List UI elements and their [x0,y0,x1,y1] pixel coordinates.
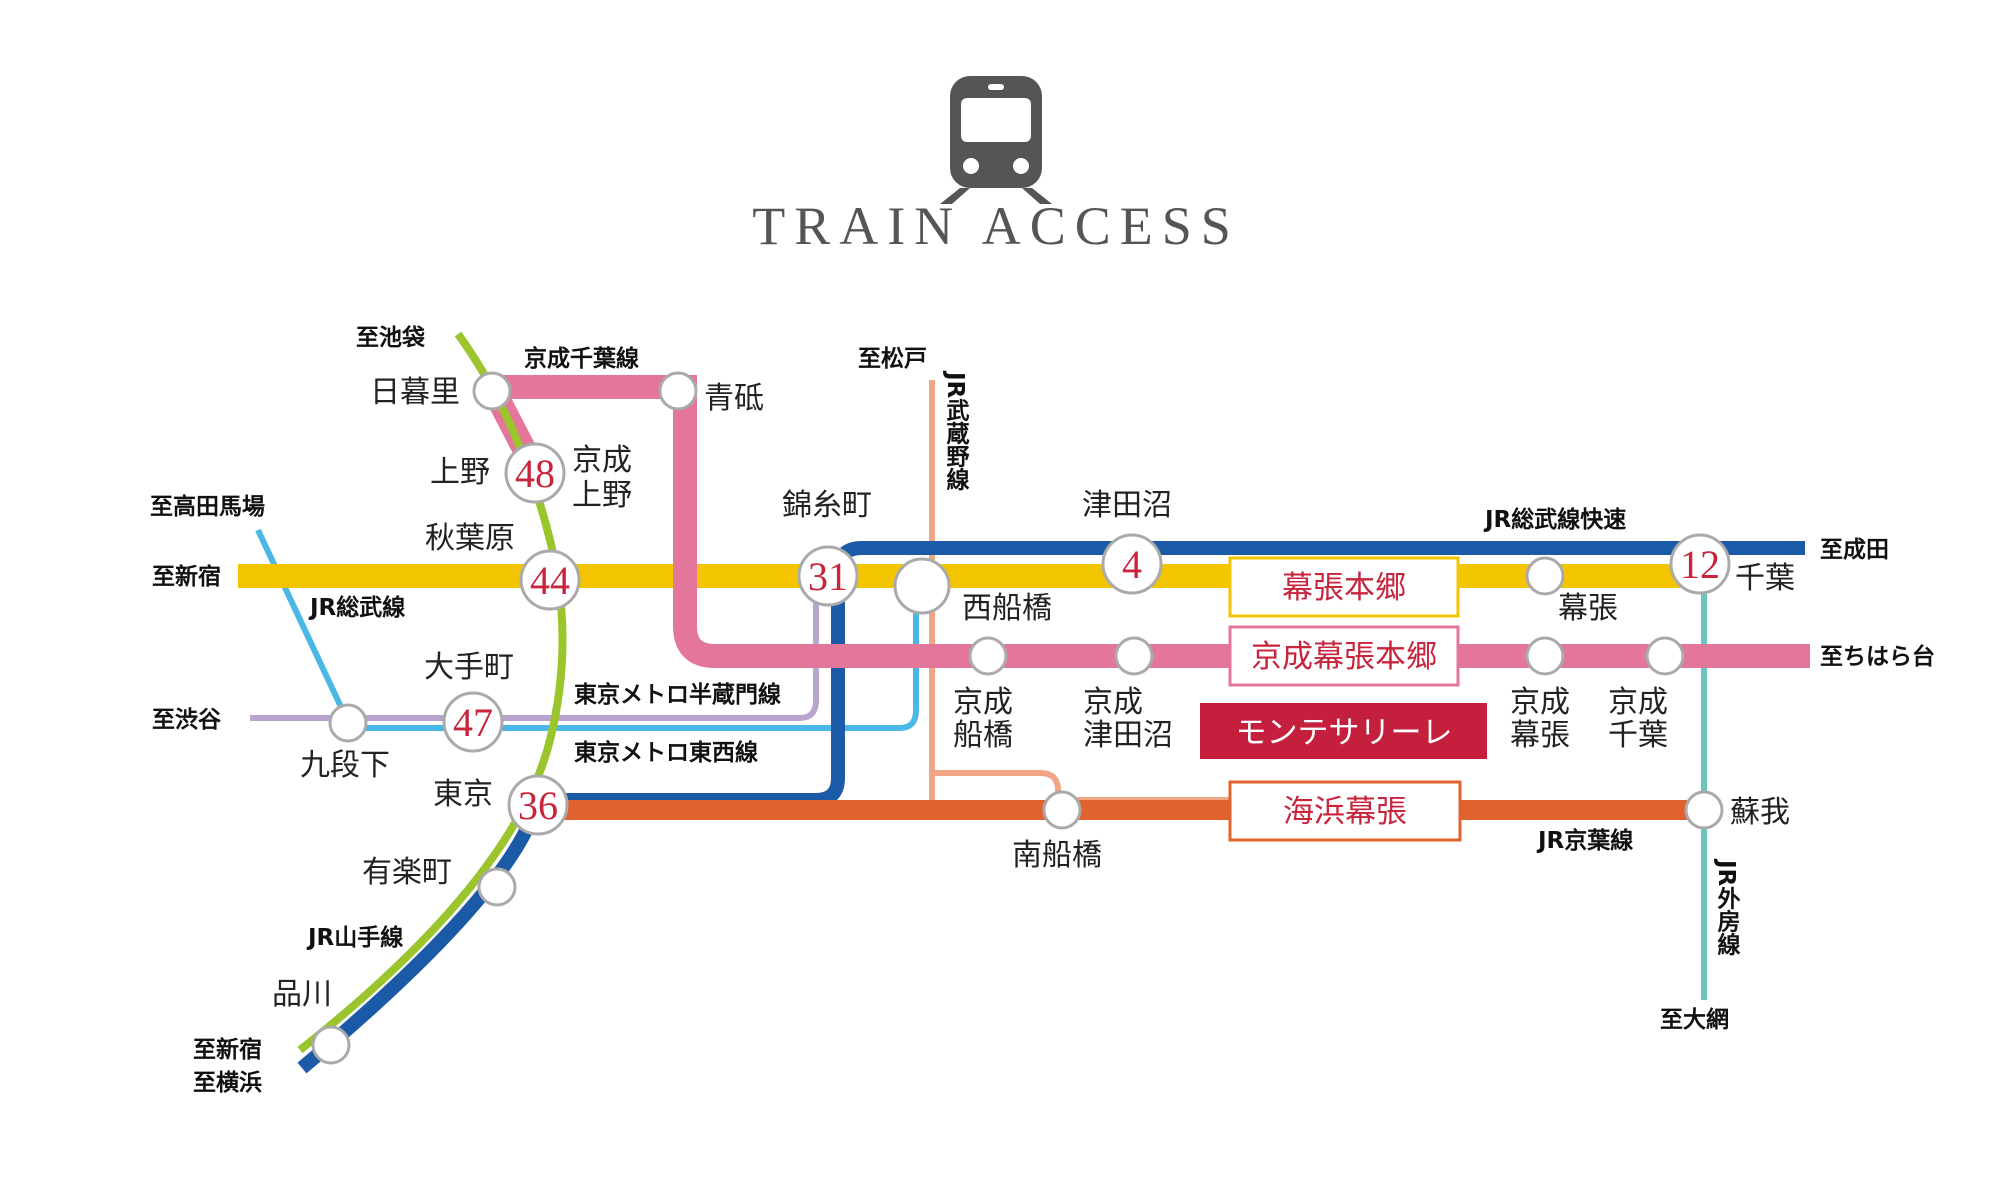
station-shinagawa [311,1025,351,1065]
time-ueno: 48 [515,451,555,496]
time-circle-kinshicho [797,545,859,607]
label-keisei-funabashi-2: 船橋 [953,718,1013,753]
label-makuhari: 幕張 [1558,591,1618,626]
line-jr-keiyo: JR京葉線 [1536,827,1633,854]
direction-oami: 至大網 [1660,1006,1729,1033]
time-circle-ueno [504,442,566,504]
label-soga: 蘇我 [1730,795,1790,830]
line-tokyo-metro-tozai: 東京メトロ東西線 [574,739,758,766]
time-circle-otemachi [442,691,504,753]
time-chiba: 12 [1680,542,1720,587]
label-minamifunabashi: 南船橋 [1012,838,1102,873]
direction-chiharadai: 至ちはら台 [1820,643,1935,670]
direction-shinjuku: 至新宿 [152,563,221,590]
keisei-line [492,375,1810,668]
station-aoto [658,371,698,411]
station-soga [1684,790,1724,830]
label-kinshicho: 錦糸町 [782,488,872,523]
time-akihabara: 44 [530,558,570,603]
station-keisei-funabashi [968,636,1008,676]
box-keisei-makuhari-hongo [1228,625,1460,687]
label-keisei-chiba-1: 京成 [1608,685,1668,720]
box-makuhari-hongo-label: 幕張本郷 [1282,570,1406,606]
line-jr-musashino: JR武蔵野線 [942,370,970,492]
time-kinshicho: 31 [808,554,848,599]
tozai-line [348,575,919,731]
label-tokyo: 東京 [433,777,493,812]
line-jr-yamanote: JR山手線 [306,924,403,951]
label-nishifunabashi: 西船橋 [962,591,1052,626]
line-jr-sotobo: JR外房線 [1713,858,1741,957]
direction-takadanobaba: 至高田馬場 [150,493,265,520]
time-otemachi: 47 [453,700,493,745]
label-kudanshita: 九段下 [300,748,390,783]
box-kaihin-makuhari-label: 海浜幕張 [1283,794,1407,830]
station-yurakucho [477,867,517,907]
time-circle-tsudanuma [1101,533,1163,595]
box-makuhari-hongo [1228,556,1460,618]
time-tsudanuma: 4 [1122,542,1142,587]
hanzomon-line [250,590,819,721]
box-kaihin-makuhari [1228,780,1462,842]
label-keisei-makuhari-2: 幕張 [1510,718,1570,753]
box-montesaire-label: モンテサリーレ [1236,715,1453,751]
station-minamifunabashi [1042,790,1082,830]
station-makuhari [1525,556,1565,596]
line-keisei-chiba: 京成千葉線 [524,345,639,372]
label-keisei-ueno-1: 京成 [572,443,632,478]
line-jr-sobu: JR総武線 [308,594,405,621]
direction-narita: 至成田 [1820,537,1889,563]
time-circle-chiba [1669,533,1731,595]
direction-ikebukuro: 至池袋 [356,324,426,351]
label-keisei-makuhari-1: 京成 [1510,685,1570,720]
time-circle-tokyo [507,774,569,836]
label-keisei-tsudanuma-2: 津田沼 [1083,718,1173,753]
station-keisei-chiba [1645,636,1685,676]
tozai-west-spur [255,528,351,724]
yamanote-line [297,331,567,1054]
label-aoto: 青砥 [704,381,764,416]
time-circle-akihabara [519,549,581,611]
box-montesaire [1200,703,1487,759]
line-jr-sobu-rapid: JR総武線快速 [1483,506,1626,533]
station-keisei-makuhari [1525,636,1565,676]
label-chiba: 千葉 [1735,561,1795,596]
label-otemachi: 大手町 [424,650,514,685]
label-akihabara: 秋葉原 [425,521,515,556]
label-keisei-funabashi-1: 京成 [953,685,1013,720]
line-tokyo-metro-hanzomon: 東京メトロ半蔵門線 [574,681,781,708]
direction-yokohama: 至横浜 [193,1070,262,1096]
jr-sobu-rapid-line [538,541,1805,807]
station-kudanshita [328,703,368,743]
direction-shinjuku2: 至新宿 [193,1036,262,1063]
label-yurakucho: 有楽町 [362,855,452,890]
label-shinagawa: 品川 [272,977,332,1012]
label-tsudanuma: 津田沼 [1082,488,1172,523]
direction-matsudo: 至松戸 [858,346,927,372]
station-keisei-tsudanuma [1114,636,1154,676]
page-title: TRAIN ACCESS [752,196,1240,256]
box-keisei-makuhari-hongo-label: 京成幕張本郷 [1251,639,1437,675]
label-nippori: 日暮里 [370,375,460,410]
train-icon [940,76,1052,204]
station-nishifunabashi [893,557,951,615]
label-keisei-ueno-2: 上野 [572,478,632,513]
direction-shibuya: 至渋谷 [152,707,222,733]
station-nippori [472,371,512,411]
label-keisei-tsudanuma-1: 京成 [1083,685,1143,720]
label-keisei-chiba-2: 千葉 [1608,718,1668,753]
label-ueno: 上野 [430,455,490,490]
time-tokyo: 36 [518,783,558,828]
